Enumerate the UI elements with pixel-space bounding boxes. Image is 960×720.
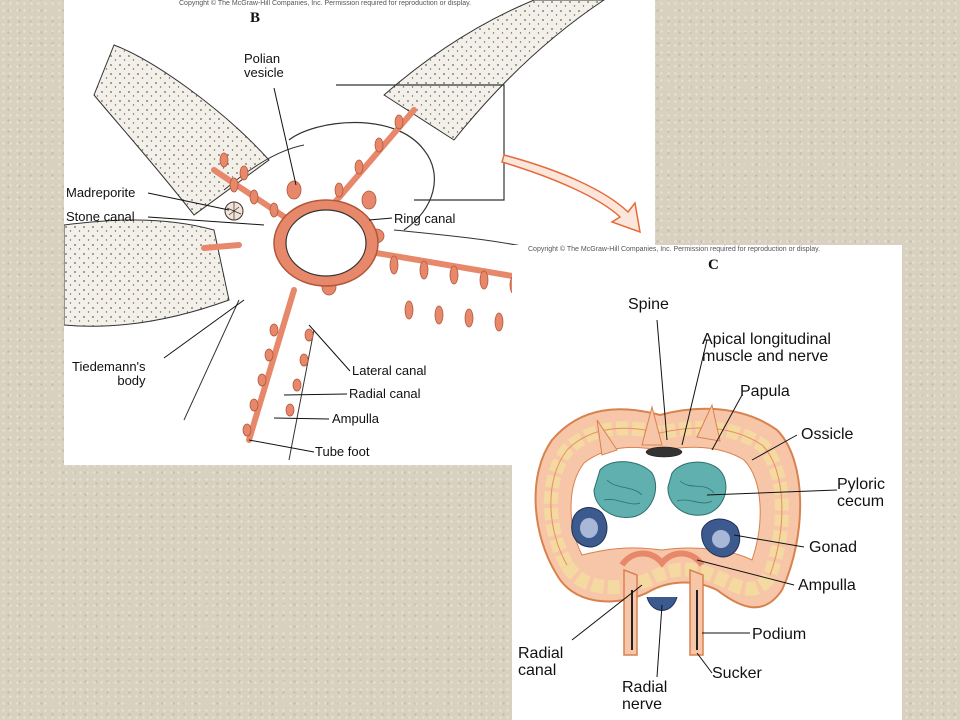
leader-lines-b [147,87,393,453]
pyloric-ceca [593,461,727,518]
arm-surface-upper-left [93,44,270,216]
cross-section-illustration [534,319,838,678]
ossicle-outline [550,427,783,576]
label-tube-foot: Tube foot [315,444,370,459]
spines [596,403,721,456]
label-ossicle: Ossicle [801,426,854,443]
label-madreporite: Madreporite [66,185,136,200]
label-tiedemanns-body: Tiedemann's body [72,359,146,388]
madreporite-grooves [226,202,242,220]
label-lateral-canal: Lateral canal [352,363,427,378]
arm-surface-left [64,219,230,327]
leader-lines-c [571,319,838,678]
panel-letter-b: B [250,10,261,26]
podium-shading [631,590,698,650]
gonad-lumen-left [580,518,598,538]
label-sucker: Sucker [712,665,762,682]
tube-feet [219,114,579,437]
label-polian-vesicle: Polian vesicle [244,51,284,80]
label-radial-canal-b: Radial canal [349,386,421,401]
label-spine: Spine [628,296,669,313]
apical-muscle [645,446,683,458]
panel-letter-c: C [708,257,719,273]
gonad-lumen-right [712,530,730,548]
label-gonad: Gonad [809,539,858,556]
ampullae [619,550,705,568]
copyright-notice-b: Copyright © The McGraw-Hill Companies, I… [179,0,472,7]
arm-surface-upper-right [383,0,605,141]
label-podium: Podium [752,626,807,643]
label-stone-canal: Stone canal [66,209,135,224]
label-radial-nerve: Radial nerve [622,679,668,713]
label-ring-canal: Ring canal [394,211,456,226]
copyright-notice-c: Copyright © The McGraw-Hill Companies, I… [528,246,821,253]
ring-canal-lumen [285,209,367,277]
water-vascular-illustration [64,0,655,461]
label-pyloric-cecum: Pyloric cecum [837,476,886,510]
arm-outline-upper [288,122,435,231]
pyloric-folds [603,479,715,505]
label-apical-longitudinal-muscle: Apical longitudinal muscle and nerve [702,331,831,365]
cutaway-box [336,84,505,201]
panel-c-arm-cross-section: Copyright © The McGraw-Hill Companies, I… [512,245,902,720]
label-radial-canal-c: Radial canal [518,645,564,679]
label-ampulla-c: Ampulla [798,577,856,594]
label-papula: Papula [740,383,790,400]
label-ampulla-b: Ampulla [332,411,379,426]
